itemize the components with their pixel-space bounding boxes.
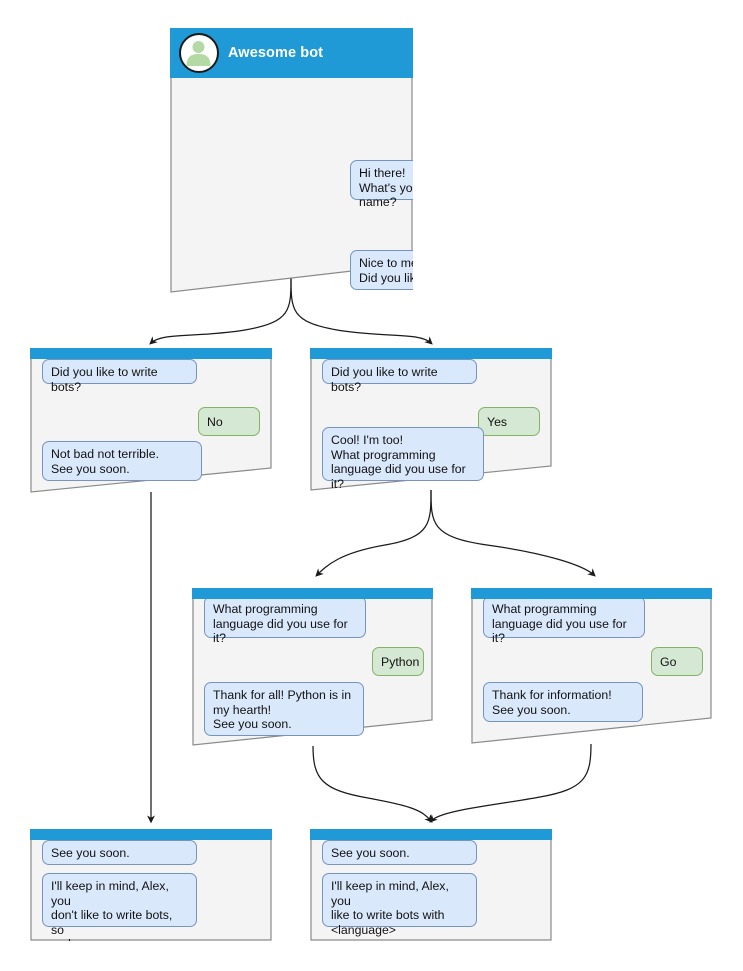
card-branch-yes-body: Did you like to write bots? Yes Cool! I'…: [310, 348, 552, 491]
message-bubble-bot: See you soon.: [42, 840, 197, 865]
card-branch-yes-header: [310, 348, 552, 359]
message-bubble-bot: What programming language did you use fo…: [483, 596, 645, 645]
card-end-happy[interactable]: See you soon. I'll keep in mind, Alex, y…: [310, 829, 552, 941]
message-bubble-bot: Thank for all! Python is in my hearth! S…: [204, 682, 364, 736]
edge-root-to-no: [149, 276, 292, 345]
card-end-happy-header: [310, 829, 552, 840]
card-end-sad-body: See you soon. I'll keep in mind, Alex, y…: [30, 829, 272, 941]
message-bubble-bot: Hi there! What's your name?: [350, 160, 413, 209]
card-branch-python[interactable]: What programming language did you use fo…: [192, 588, 433, 746]
card-end-sad-header: [30, 829, 272, 840]
edge-python-to-end-happy: [312, 745, 433, 823]
card-end-happy-body: See you soon. I'll keep in mind, Alex, y…: [310, 829, 552, 941]
message-bubble-bot: I'll keep in mind, Alex, you don't like …: [42, 873, 197, 941]
message-bubble-bot: Thank for information! See you soon.: [483, 682, 643, 722]
card-branch-python-header: [192, 588, 433, 599]
card-root-title: Awesome bot: [228, 45, 324, 61]
card-branch-go-body: What programming language did you use fo…: [471, 588, 712, 744]
edge-go-to-end-happy: [429, 743, 592, 823]
message-bubble-bot: I'll keep in mind, Alex, you like to wri…: [322, 873, 477, 937]
card-end-sad[interactable]: See you soon. I'll keep in mind, Alex, y…: [30, 829, 272, 941]
card-branch-no-body: Did you like to write bots? No Not bad n…: [30, 348, 272, 493]
card-root[interactable]: Awesome bot /start Hi there! What's your…: [170, 28, 413, 293]
message-bubble-user: No: [198, 407, 260, 436]
card-branch-yes[interactable]: Did you like to write bots? Yes Cool! I'…: [310, 348, 552, 491]
message-bubble-user: Python: [372, 647, 424, 676]
card-branch-no-header: [30, 348, 272, 359]
edge-yes-to-python: [315, 489, 432, 577]
message-bubble-bot: Not bad not terrible. See you soon.: [42, 441, 202, 481]
message-bubble-bot: What programming language did you use fo…: [204, 596, 366, 645]
edge-root-to-yes: [290, 276, 433, 345]
person-avatar-icon: [179, 33, 219, 73]
card-root-body: /start Hi there! What's your name? Alex …: [170, 28, 413, 293]
card-branch-no[interactable]: Did you like to write bots? No Not bad n…: [30, 348, 272, 493]
card-branch-go-header: [471, 588, 712, 599]
card-branch-python-body: What programming language did you use fo…: [192, 588, 433, 746]
message-bubble-bot: Nice to meet you, Alex! Did you like to …: [350, 250, 413, 290]
message-bubble-bot: See you soon.: [322, 840, 477, 865]
card-root-header: Awesome bot: [170, 28, 413, 78]
card-branch-go[interactable]: What programming language did you use fo…: [471, 588, 712, 744]
message-bubble-user: Go: [651, 647, 703, 676]
edge-yes-to-go: [430, 489, 596, 577]
message-bubble-user: Yes: [478, 407, 540, 436]
message-bubble-bot: Did you like to write bots?: [322, 359, 477, 394]
message-bubble-bot: Did you like to write bots?: [42, 359, 197, 394]
message-bubble-bot: Cool! I'm too! What programming language…: [322, 427, 484, 491]
